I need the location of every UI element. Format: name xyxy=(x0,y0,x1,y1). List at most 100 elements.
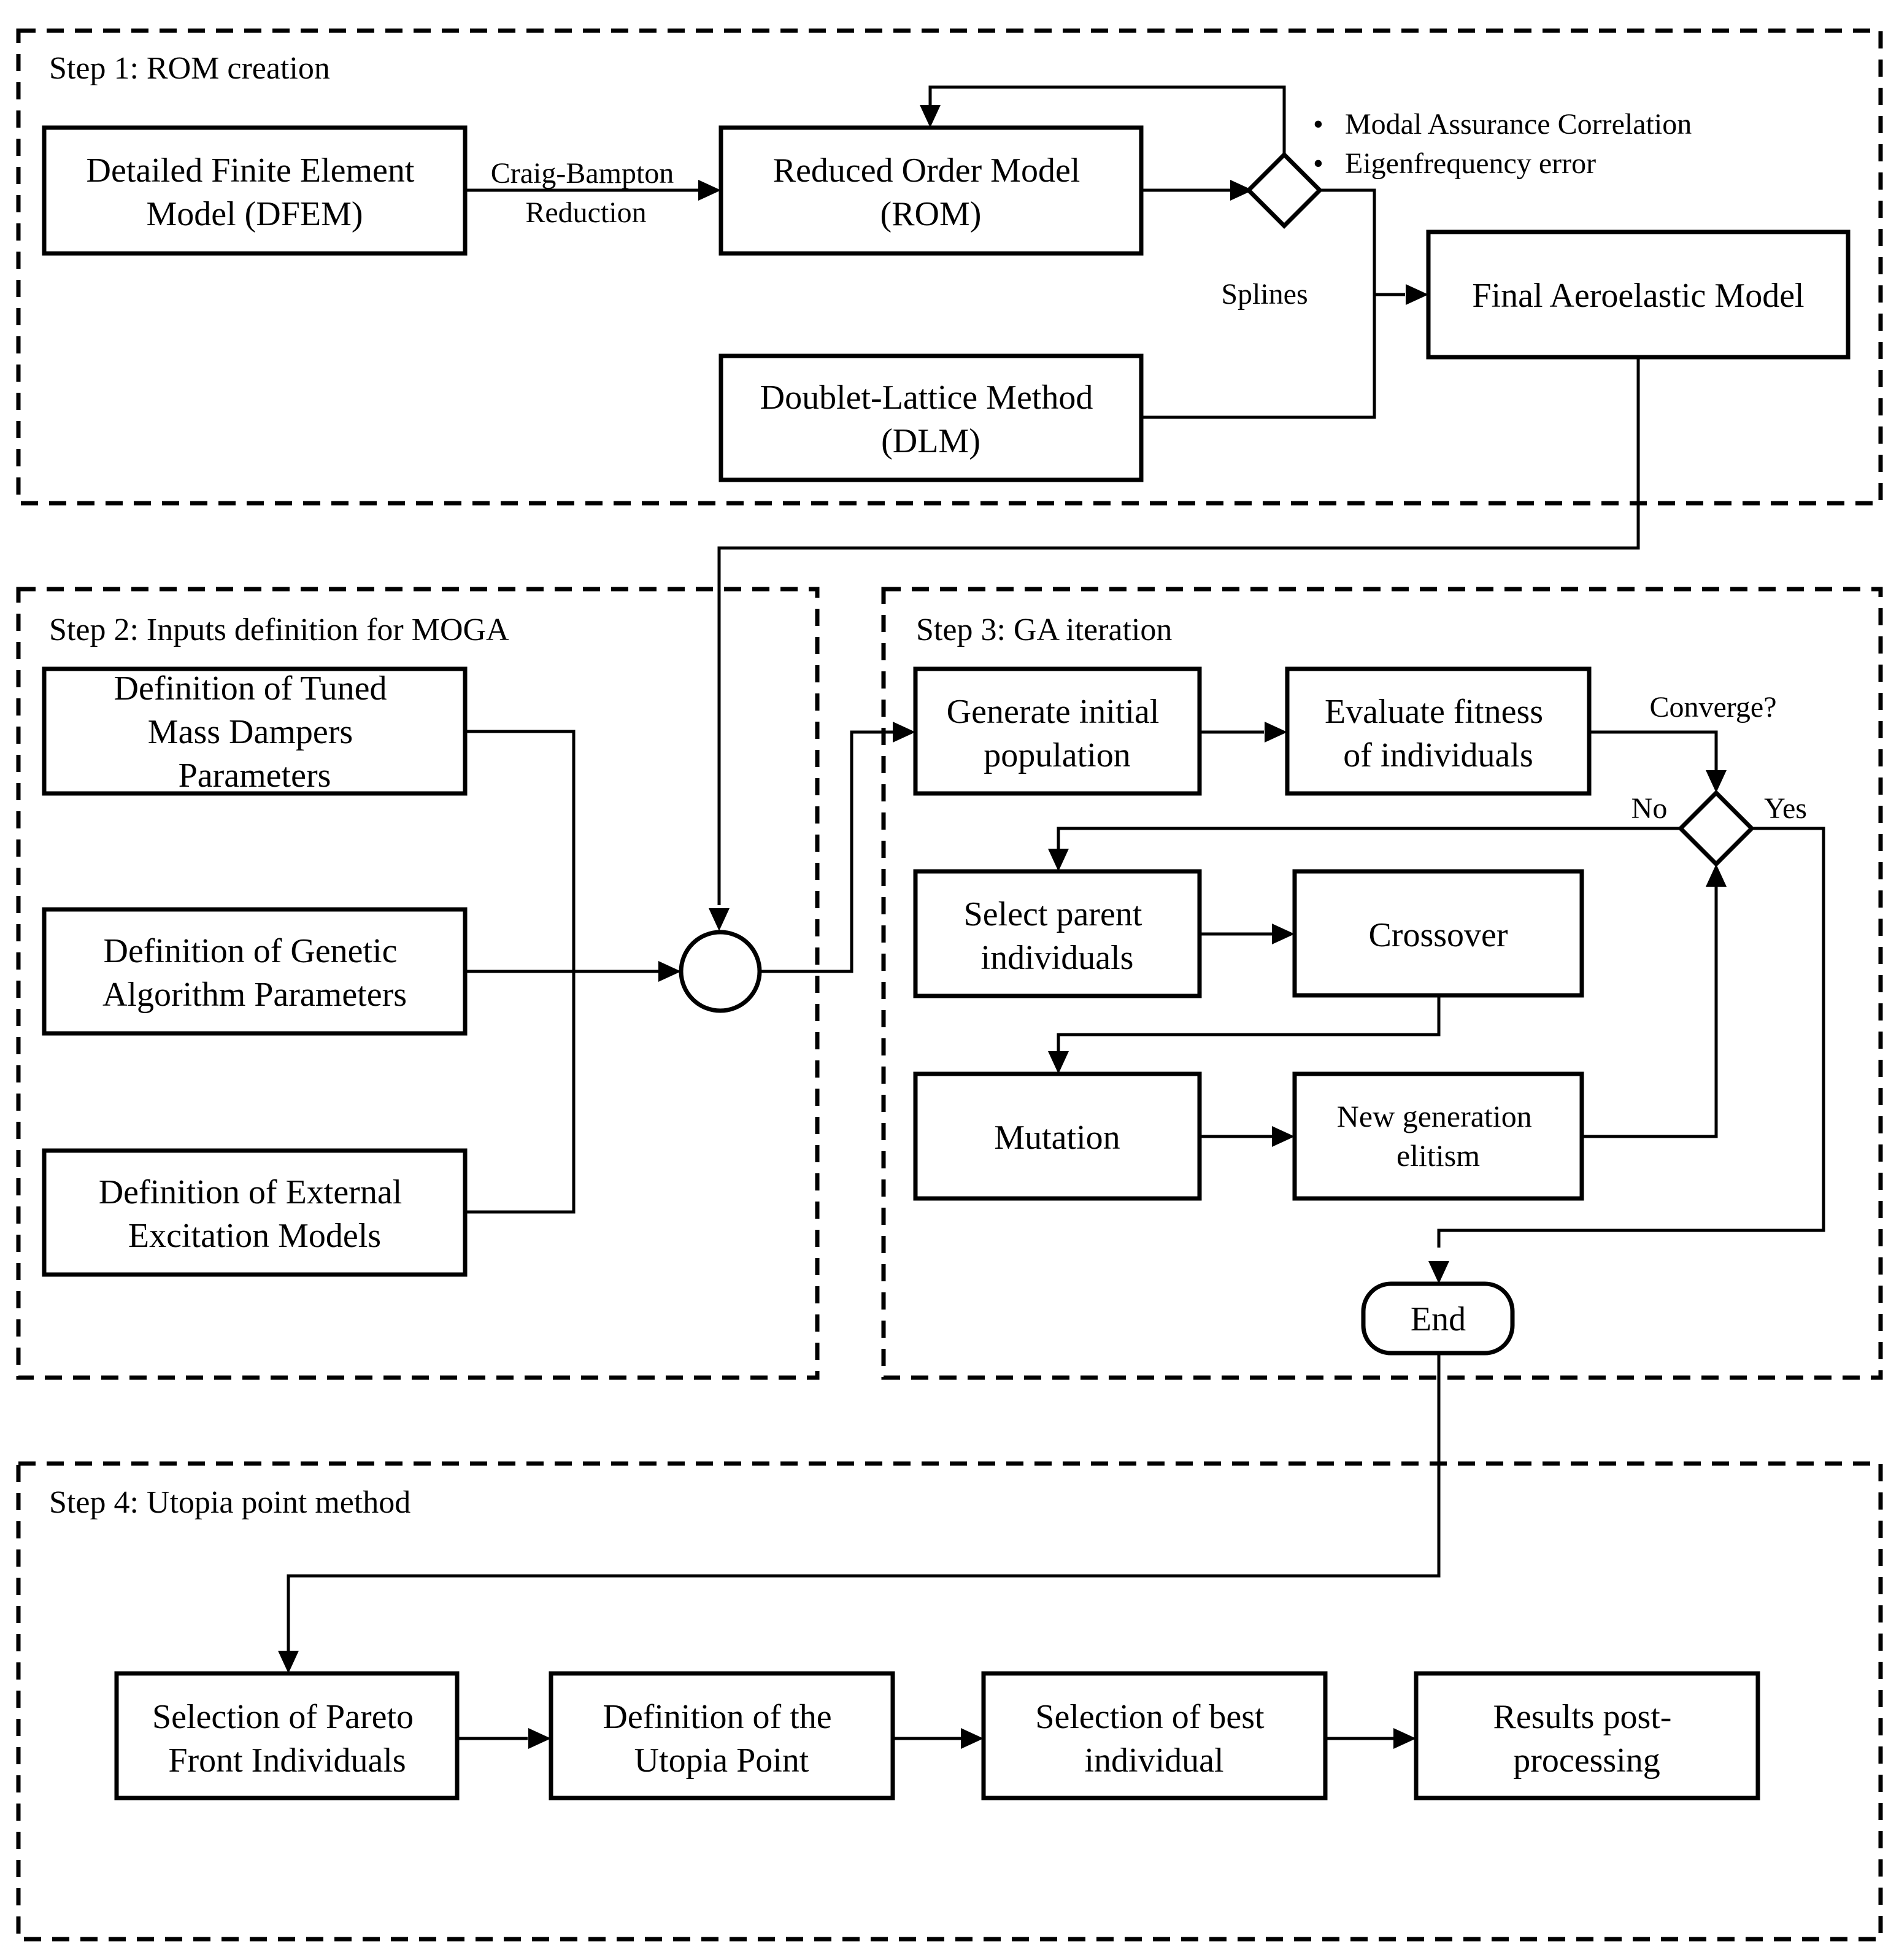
init-pop-box xyxy=(913,666,1202,796)
step3-title: Step 3: GA iteration xyxy=(916,612,1172,647)
init-pop-label-1: Generate initial xyxy=(947,693,1160,731)
post-label-1: Results post- xyxy=(1493,1698,1672,1736)
criteria-mac: Modal Assurance Correlation xyxy=(1345,108,1692,141)
eval-fitness-label-1: Evaluate fitness xyxy=(1325,693,1543,731)
best-label-1: Selection of best xyxy=(1035,1698,1265,1736)
svg-text:Selection of best individu: Selection of best individual xyxy=(1035,1698,1273,1780)
utopia-box xyxy=(549,1671,895,1800)
dlm-box xyxy=(718,353,1144,482)
svg-text:Definition of External Exc: Definition of External Excitation Models xyxy=(99,1173,411,1255)
arrowhead-select xyxy=(1048,849,1069,871)
init-pop-label-2: population xyxy=(984,736,1131,774)
arrowhead-mutation xyxy=(1048,1051,1069,1074)
arrowhead-crossover xyxy=(1272,924,1295,944)
edge-crossover-mutation xyxy=(1057,995,1441,1059)
svg-text:Detailed Finite Element Mo: Detailed Finite Element Model (DFEM) xyxy=(87,152,423,233)
arrowhead-post xyxy=(1393,1728,1416,1749)
arrowhead-decision2-top xyxy=(1706,770,1727,793)
select-parent-label-2: individuals xyxy=(981,939,1134,977)
step2-title: Step 2: Inputs definition for MOGA xyxy=(49,612,509,647)
arrowhead-eval xyxy=(1265,722,1287,743)
rom-label-1: Reduced Order Model xyxy=(773,152,1080,190)
edge-decision-final xyxy=(1320,188,1405,296)
svg-text:Select parent individuals: Select parent individuals xyxy=(964,895,1151,977)
final-model-label: Final Aeroelastic Model xyxy=(1472,277,1804,315)
svg-text:Definition of Genetic Algo: Definition of Genetic Algorithm Paramete… xyxy=(102,932,407,1014)
arrowhead-final xyxy=(1406,284,1428,305)
arrowhead-utopia xyxy=(528,1728,551,1749)
tmd-params-label-3: Parameters xyxy=(179,757,331,795)
final-model-box xyxy=(1426,230,1851,360)
svg-text:New generation elitism: New generation elitism xyxy=(1337,1099,1539,1173)
edge-decision-yes xyxy=(1437,827,1825,1248)
arrowhead-end xyxy=(1428,1261,1449,1284)
craig-bampton-label-2: Reduction xyxy=(525,196,646,229)
svg-text:Generate initial populatio: Generate initial population xyxy=(947,693,1168,774)
dlm-label-2: (DLM) xyxy=(881,422,980,460)
post-box xyxy=(1414,1671,1760,1800)
post-label-2: processing xyxy=(1513,1742,1660,1780)
svg-text:Mutation: Mutation xyxy=(994,1119,1120,1157)
step1-title: Step 1: ROM creation xyxy=(49,51,330,86)
svg-text:Evaluate fitness of indivi: Evaluate fitness of individuals xyxy=(1325,693,1552,774)
pareto-box xyxy=(114,1671,460,1800)
step4-title: Step 4: Utopia point method xyxy=(49,1485,410,1520)
svg-text:Definition of Tuned Mass D: Definition of Tuned Mass Dampers Paramet… xyxy=(114,669,396,795)
excitation-box xyxy=(42,1148,468,1277)
svg-text:Selection of Pareto Front: Selection of Pareto Front Individuals xyxy=(152,1698,422,1780)
validation-decision xyxy=(1246,152,1323,229)
mutation-label: Mutation xyxy=(994,1119,1120,1157)
utopia-label-2: Utopia Point xyxy=(634,1742,809,1780)
svg-text:Definition of the Utopia P: Definition of the Utopia Point xyxy=(603,1698,840,1780)
arrowhead-pareto xyxy=(278,1651,299,1673)
edge-dlm-final xyxy=(1141,295,1376,419)
svg-text:Results post- processing: Results post- processing xyxy=(1493,1698,1681,1780)
crossover-label: Crossover xyxy=(1368,916,1508,954)
excitation-label-1: Definition of External xyxy=(99,1173,403,1211)
svg-text:Crossover: Crossover xyxy=(1368,916,1508,954)
utopia-label-1: Definition of the xyxy=(603,1698,831,1736)
excitation-label-2: Excitation Models xyxy=(128,1217,381,1255)
svg-text:Final Aeroelastic Model: Final Aeroelastic Model xyxy=(1472,277,1804,315)
svg-text:Doublet-Lattice Method (DL: Doublet-Lattice Method (DLM) xyxy=(760,379,1102,460)
criteria-bullet-1: • xyxy=(1313,108,1323,141)
edge-eval-decision xyxy=(1589,730,1718,774)
arrowhead-rom-top xyxy=(920,105,941,128)
arrowhead-decision1 xyxy=(1230,180,1253,201)
step1-frame xyxy=(16,28,1883,506)
arrowhead-merge-left xyxy=(658,961,681,982)
dfem-label-1: Detailed Finite Element xyxy=(87,152,415,190)
svg-text:Reduced Order Model (ROM): Reduced Order Model (ROM) xyxy=(773,152,1089,233)
ga-params-box xyxy=(42,907,468,1036)
step4-frame xyxy=(16,1461,1883,1942)
yes-label: Yes xyxy=(1764,792,1807,825)
edge-tmd-merge xyxy=(465,730,576,971)
arrowhead-best xyxy=(961,1728,984,1749)
rom-box xyxy=(718,125,1144,256)
merge-circle xyxy=(679,930,762,1013)
tmd-params-box xyxy=(42,666,468,796)
pareto-label-1: Selection of Pareto xyxy=(152,1698,414,1736)
edge-decision-no xyxy=(1057,827,1681,854)
converge-decision xyxy=(1678,790,1755,867)
eval-fitness-label-2: of individuals xyxy=(1343,736,1533,774)
craig-bampton-label-1: Craig-Bampton xyxy=(491,157,674,190)
select-parent-box xyxy=(913,869,1202,998)
arrowhead-newgen xyxy=(1272,1126,1295,1147)
new-gen-label-2: elitism xyxy=(1396,1138,1480,1173)
arrowhead-merge-top xyxy=(709,908,730,931)
dfem-box xyxy=(42,125,468,256)
end-label: End xyxy=(1411,1300,1466,1338)
mutation-box xyxy=(913,1071,1202,1201)
edge-decision-loop-rom xyxy=(928,85,1286,155)
edge-excitation-merge xyxy=(465,971,576,1214)
rom-label-2: (ROM) xyxy=(880,195,982,233)
edge-end-pareto xyxy=(287,1353,1441,1651)
edge-newgen-decision xyxy=(1582,882,1718,1138)
best-box xyxy=(981,1671,1328,1800)
splines-label: Splines xyxy=(1221,278,1308,311)
eval-fitness-box xyxy=(1285,666,1592,796)
dlm-label-1: Doublet-Lattice Method xyxy=(760,379,1093,417)
select-parent-label-1: Select parent xyxy=(964,895,1142,933)
